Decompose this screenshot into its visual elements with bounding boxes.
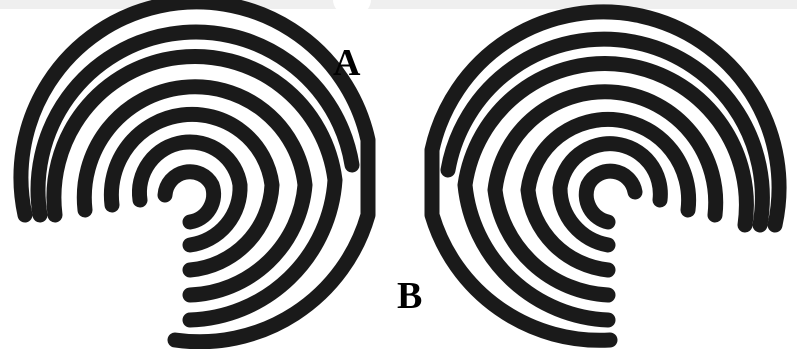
spiral-b-arm-2 — [465, 64, 746, 320]
spiral-b-core — [586, 171, 635, 222]
spiral-a-core — [165, 172, 214, 222]
label-b: B — [397, 277, 422, 315]
spiral-a — [21, 2, 368, 342]
spiral-b — [432, 12, 779, 340]
label-a: A — [333, 44, 360, 82]
spiral-a-arm-2 — [54, 56, 335, 320]
spiral-a-arm-5 — [139, 142, 240, 245]
spiral-b-arm-5 — [560, 144, 660, 245]
